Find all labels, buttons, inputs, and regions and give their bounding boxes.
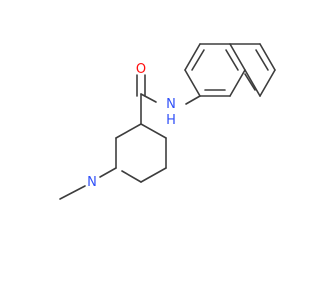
bond-nh-naphthyl <box>185 95 201 105</box>
bond-n1 <box>184 69 201 97</box>
bond-c4-c5 <box>140 123 167 139</box>
bond-r4 <box>244 69 261 97</box>
bond-n2-double <box>191 49 205 71</box>
bond-n5 <box>229 69 246 97</box>
bond-n4 <box>229 43 246 71</box>
bond-n4-double <box>225 49 239 71</box>
bond-c7-n <box>121 170 142 183</box>
amide-hydrogen-label: H <box>166 113 176 128</box>
bond-r4-double <box>244 73 256 91</box>
bond-carbonyl-nh <box>140 93 157 103</box>
bond-methyl <box>59 185 86 200</box>
bond-r2 <box>259 43 276 71</box>
bond-r2-double <box>255 49 269 71</box>
oxygen-label: O <box>136 62 146 77</box>
molecule-structure: O N H N <box>59 43 276 200</box>
amide-nitrogen-label: N <box>166 97 176 112</box>
bond-n-c2 <box>99 167 117 178</box>
molecule-canvas: O N H N <box>59 43 276 200</box>
bond-c6-c7 <box>140 167 167 183</box>
bond-c3-c4 <box>115 123 142 139</box>
bond-n2 <box>184 43 201 71</box>
bond-r3 <box>259 69 276 97</box>
ring-nitrogen-label: N <box>87 175 97 190</box>
